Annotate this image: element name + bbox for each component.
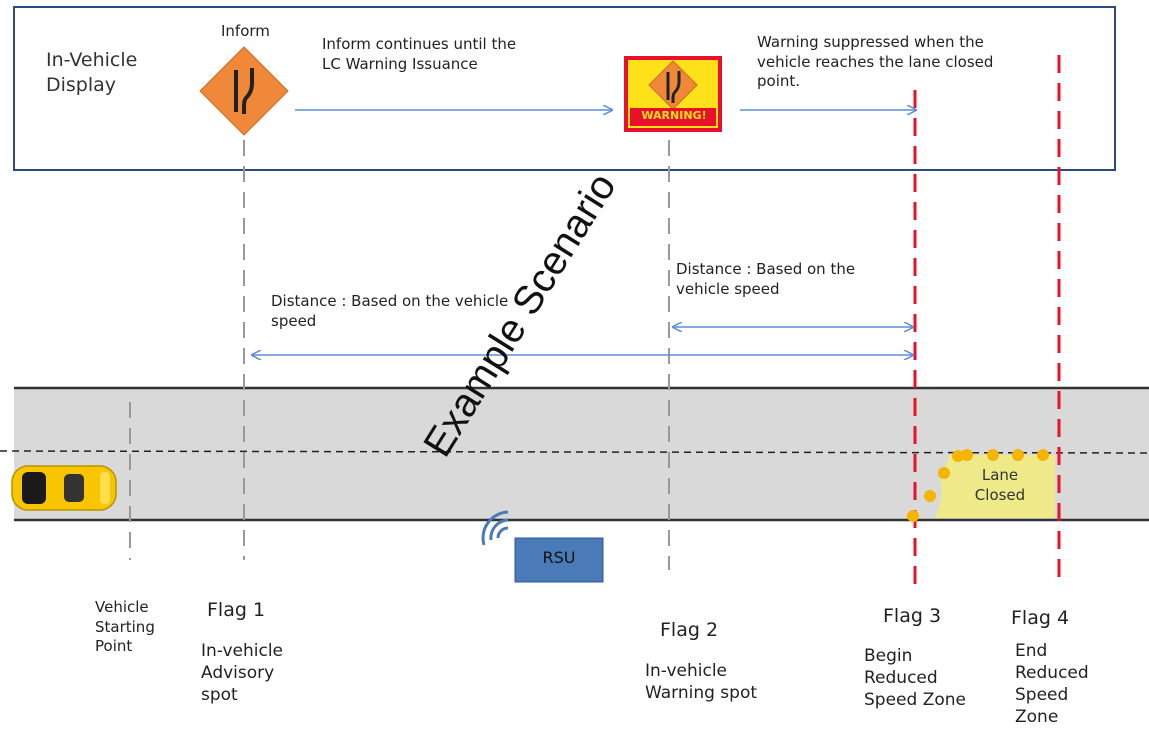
lane-closed-area [935,455,1055,518]
flag4-title: Flag 4 [1011,607,1070,629]
flag2-desc: In-vehicle Warning spot [645,661,758,704]
flag1-desc: In-vehicle Advisory spot [201,641,284,706]
long-distance-label: Distance : Based on the vehicle speed [271,292,509,330]
rsu-label: RSU [542,548,576,567]
rsu-signal-icon [481,510,509,546]
rsu-box [514,537,604,583]
display-title: In-Vehicle Display [46,49,138,96]
flag3-title: Flag 3 [883,605,942,627]
short-distance-label: Distance : Based on the vehicle speed [676,260,856,298]
car-icon [11,465,117,511]
inform-label: Inform [221,22,270,40]
flag4-desc: End Reduced Speed Zone [1015,641,1089,728]
inform-note: Inform continues until the LC Warning Is… [322,35,517,73]
traffic-cones [907,449,1049,522]
warning-sign-text: WARNING! [641,109,707,122]
lane-closed-label: Lane Closed [974,466,1026,504]
warning-note: Warning suppressed when the vehicle reac… [757,33,994,90]
lane-merge-sign-icon [199,46,289,136]
flag3-desc: Begin Reduced Speed Zone [864,646,966,711]
warning-sign-icon [624,56,722,132]
start-point-label: Vehicle Starting Point [95,598,155,655]
flag2-title: Flag 2 [660,619,719,641]
display-box [13,6,1116,171]
flag1-title: Flag 1 [207,599,266,621]
